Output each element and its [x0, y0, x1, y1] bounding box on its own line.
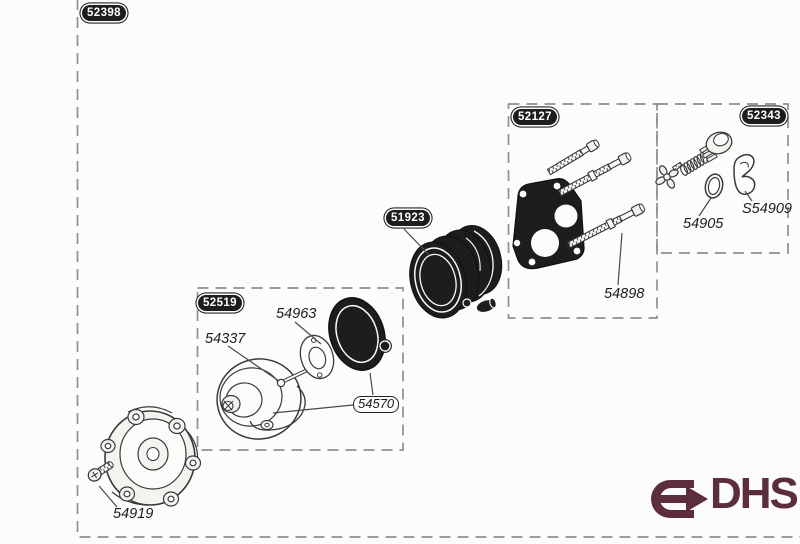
- mounting-plate-drawing: [512, 178, 585, 270]
- clip-label: S54909: [742, 201, 792, 217]
- valve-kit-box: [656, 103, 789, 254]
- pump-body-label: 54337: [205, 331, 246, 347]
- main-assembly-badge[interactable]: 52398: [82, 5, 126, 21]
- screw-label: 54919: [113, 506, 154, 522]
- diaphragm-part-badge[interactable]: 54570: [353, 396, 400, 413]
- gasket-drawing: [299, 334, 335, 380]
- drum-badge[interactable]: 51923: [386, 210, 430, 226]
- plate-kit-badge[interactable]: 52127: [513, 109, 557, 125]
- kit-boxes: [76, 0, 800, 538]
- gasket-label: 54963: [276, 306, 317, 322]
- cross-screw-drawing: [655, 161, 684, 189]
- diaphragm-drawing: [328, 297, 392, 371]
- outer-assembly-box: [76, 0, 800, 538]
- pump-housing-drawing: [100, 406, 202, 507]
- o-ring-label: 54905: [683, 216, 724, 232]
- clip-drawing: [733, 153, 756, 195]
- valve-knob-drawing: [698, 131, 733, 163]
- valve-kit-badge[interactable]: 52343: [742, 108, 786, 124]
- diaphragm-kit-badge[interactable]: 52519: [198, 295, 242, 311]
- drum-drawing: [409, 225, 503, 319]
- dhs-arrow-icon: [651, 480, 708, 518]
- bolt-label: 54898: [604, 286, 645, 302]
- leader-lines: [98, 190, 753, 508]
- o-ring-drawing: [704, 173, 724, 199]
- pump-body-drawing: [216, 358, 306, 440]
- bolt-drawing: [546, 139, 646, 249]
- screw-drawing: [87, 460, 114, 482]
- dhs-logo-text: DHS: [710, 469, 799, 518]
- diaphragm-kit-box: [196, 287, 404, 451]
